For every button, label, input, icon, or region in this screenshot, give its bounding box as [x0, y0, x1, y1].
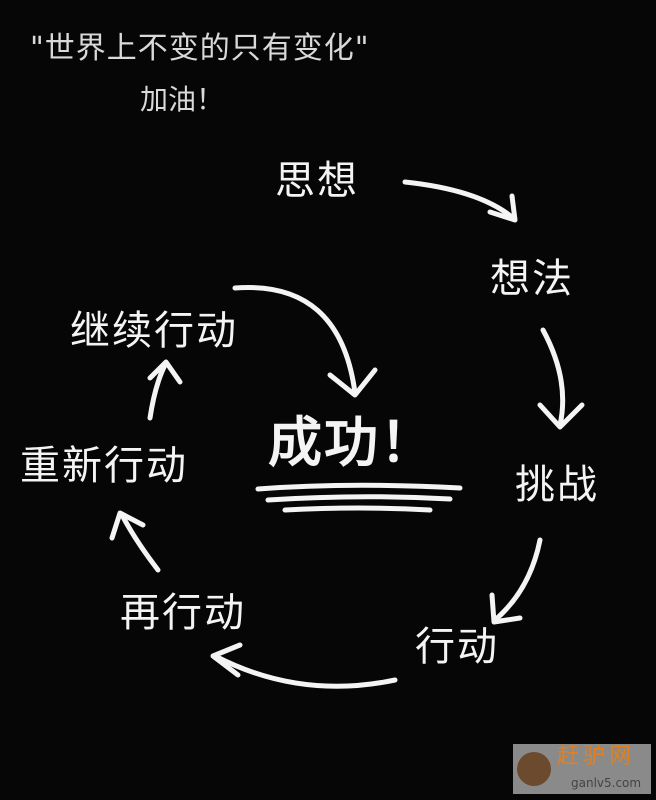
- arrow-restart-to-continue: [147, 359, 183, 421]
- arrow-continue-to-success: [232, 284, 378, 398]
- node-continue-action: 继续行动: [70, 308, 238, 354]
- watermark-url: ganlv5.com: [571, 776, 642, 790]
- node-action: 行动: [415, 624, 499, 670]
- arrow-act-again-to-restart: [109, 510, 161, 573]
- watermark-brand: 赶驴网: [557, 744, 636, 769]
- cheer-text: 加油！: [140, 83, 225, 116]
- node-challenge: 挑战: [515, 462, 599, 508]
- node-idea: 想法: [490, 256, 574, 302]
- node-act-again: 再行动: [120, 590, 246, 636]
- arrow-idea-to-challenge: [537, 327, 585, 430]
- center-success: 成功！: [268, 411, 436, 474]
- arrow-thought-to-idea: [402, 179, 518, 223]
- quote-text: "世界上不变的只有变化": [30, 31, 370, 66]
- node-thought: 思想: [275, 158, 359, 204]
- donkey-icon: [517, 752, 551, 786]
- arrow-action-to-act-again: [210, 642, 398, 689]
- arrow-challenge-to-action: [489, 537, 543, 625]
- watermark-logo: 赶驴网 ganlv5.com: [513, 744, 651, 794]
- success-underline: [255, 482, 463, 513]
- node-restart-action: 重新行动: [20, 443, 188, 489]
